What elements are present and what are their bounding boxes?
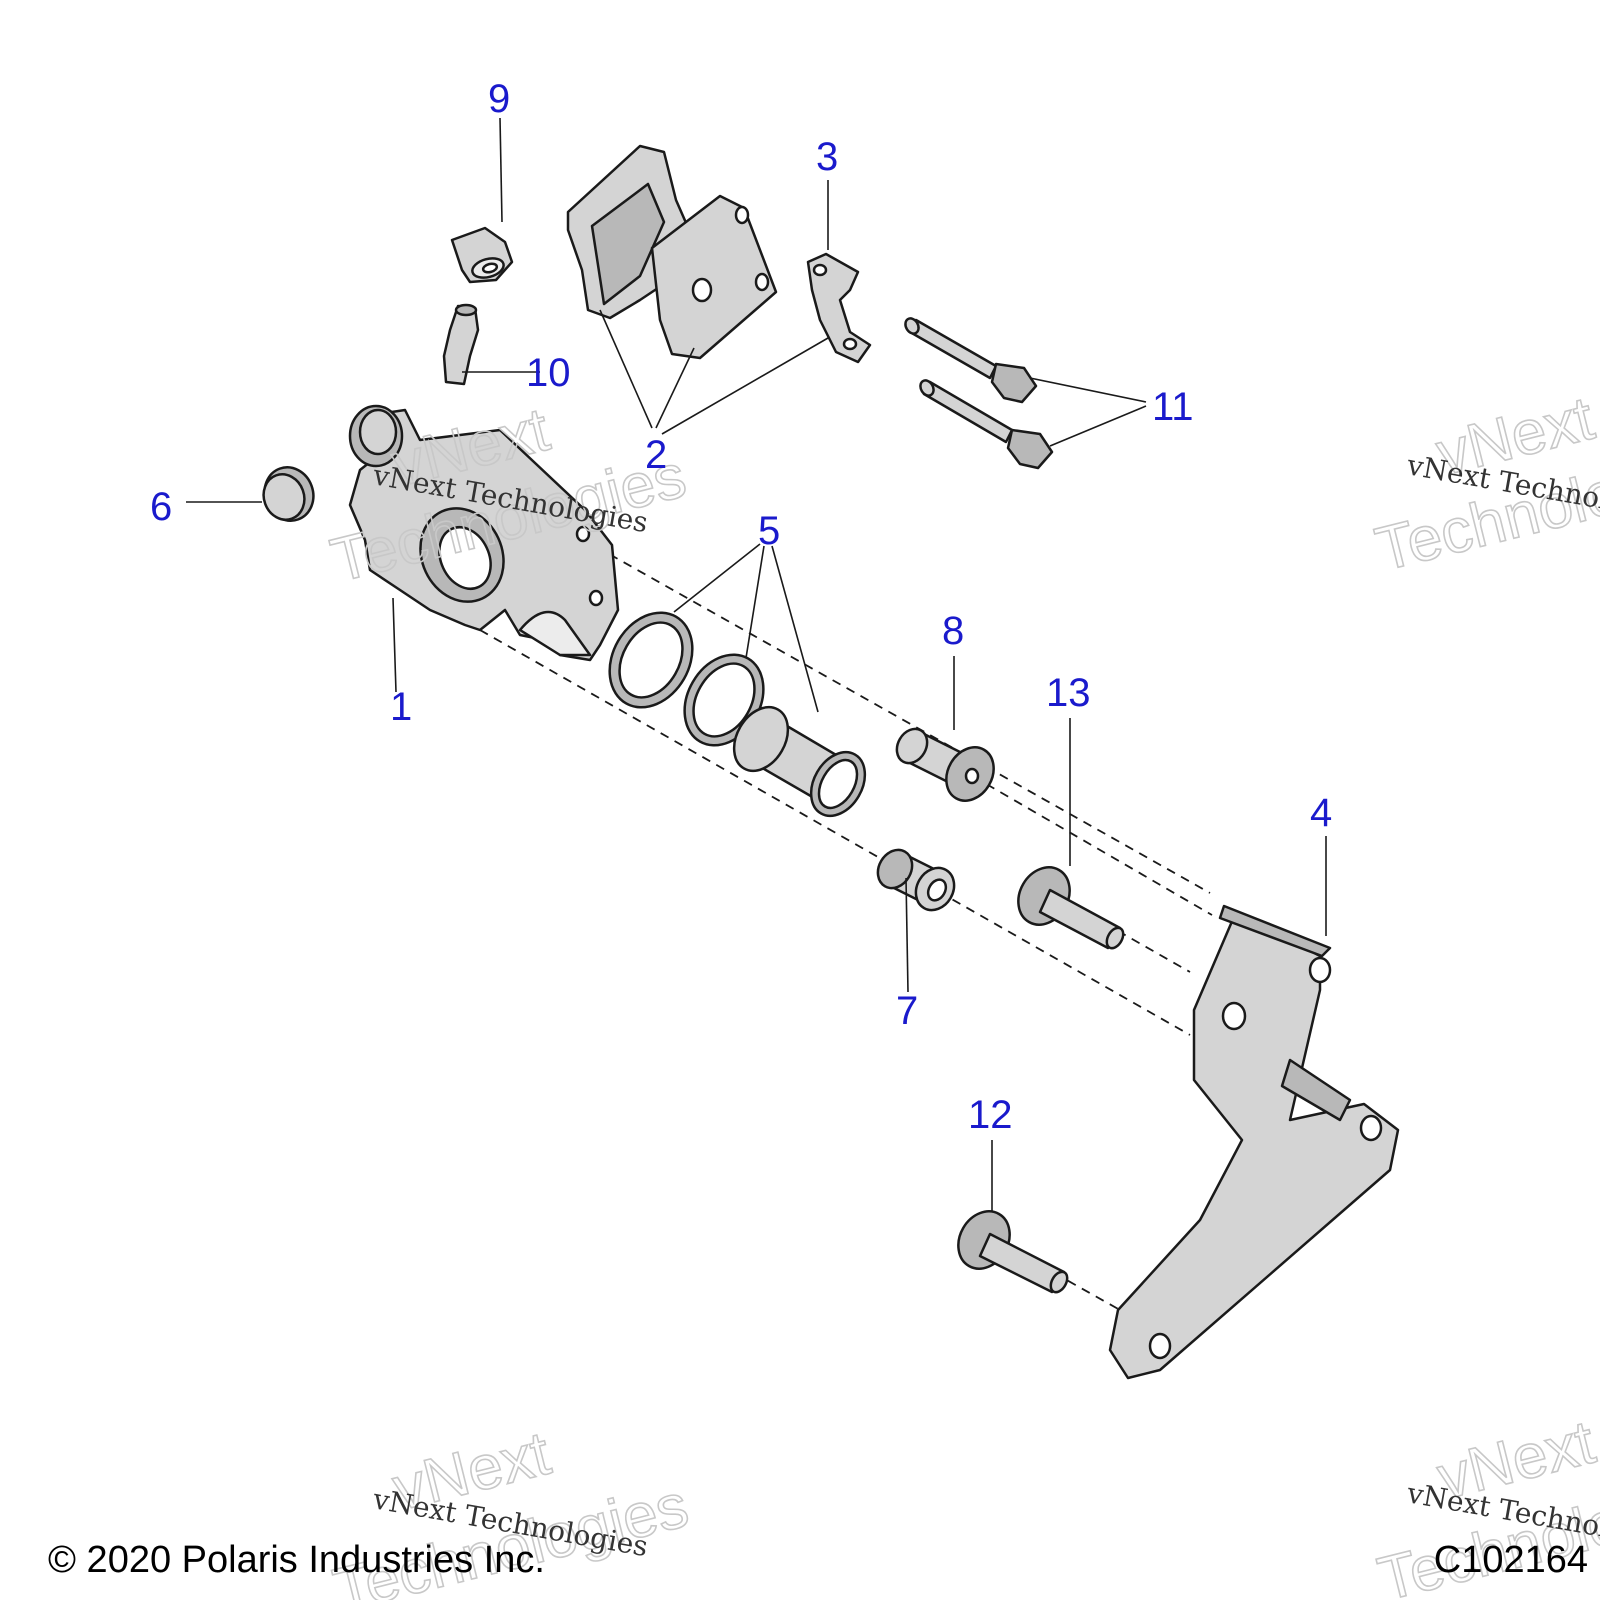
callout-12: 12 [968, 1093, 1013, 1137]
brake-pads-part [566, 144, 778, 360]
callout-7: 7 [896, 989, 918, 1033]
callouts: 1 2 3 4 5 6 7 8 9 10 11 12 13 [150, 77, 1332, 1137]
callout-13: 13 [1046, 671, 1091, 715]
flange-bolt-12-part [957, 1210, 1069, 1294]
callout-9: 9 [488, 77, 510, 121]
callout-4: 4 [1310, 791, 1332, 835]
caliper-bracket-part [1108, 904, 1400, 1380]
dust-cap-part [262, 466, 315, 522]
figure-id: C102164 [1434, 1539, 1588, 1581]
callout-5: 5 [758, 509, 780, 553]
flange-bolt-13-part [1017, 866, 1125, 950]
slide-pins-part [904, 317, 1054, 470]
bleeder-screw-part [442, 303, 480, 386]
leader-lines [186, 117, 1327, 1212]
boot-part [876, 848, 956, 912]
seals-piston-part [608, 611, 867, 818]
pad-retainer-clip-part [806, 252, 872, 364]
callout-2: 2 [645, 433, 667, 477]
callout-8: 8 [942, 609, 964, 653]
bleeder-cap-part [450, 226, 514, 284]
bushing-part [895, 727, 995, 802]
callout-6: 6 [150, 485, 172, 529]
caliper-body-part [348, 404, 620, 662]
callout-11: 11 [1152, 385, 1194, 429]
callout-1: 1 [390, 685, 412, 729]
callout-10: 10 [526, 351, 571, 395]
copyright-text: © 2020 Polaris Industries Inc. [48, 1539, 545, 1581]
callout-3: 3 [816, 135, 838, 179]
